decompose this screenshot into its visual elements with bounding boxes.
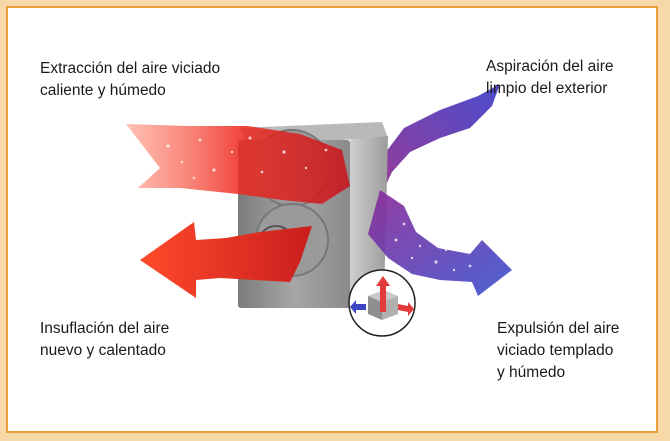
label-clean-air-intake: Aspiración del aire limpio del exterior — [486, 58, 614, 97]
air-particles — [150, 136, 472, 272]
heat-exchanger-detail-icon — [348, 269, 416, 337]
label-stale-air-expulsion: Expulsión del aire viciado templado y hú… — [497, 320, 620, 381]
label-stale-air-extraction: Extracción del aire viciado caliente y h… — [40, 60, 221, 99]
fresh-air-supply-arrow — [140, 222, 312, 298]
stale-air-extraction-arrow — [126, 124, 350, 204]
label-fresh-air-supply: Insuflación del aire nuevo y calentado — [40, 320, 170, 359]
clean-air-intake-arrow — [338, 84, 500, 246]
stale-air-expulsion-arrow — [368, 190, 512, 296]
